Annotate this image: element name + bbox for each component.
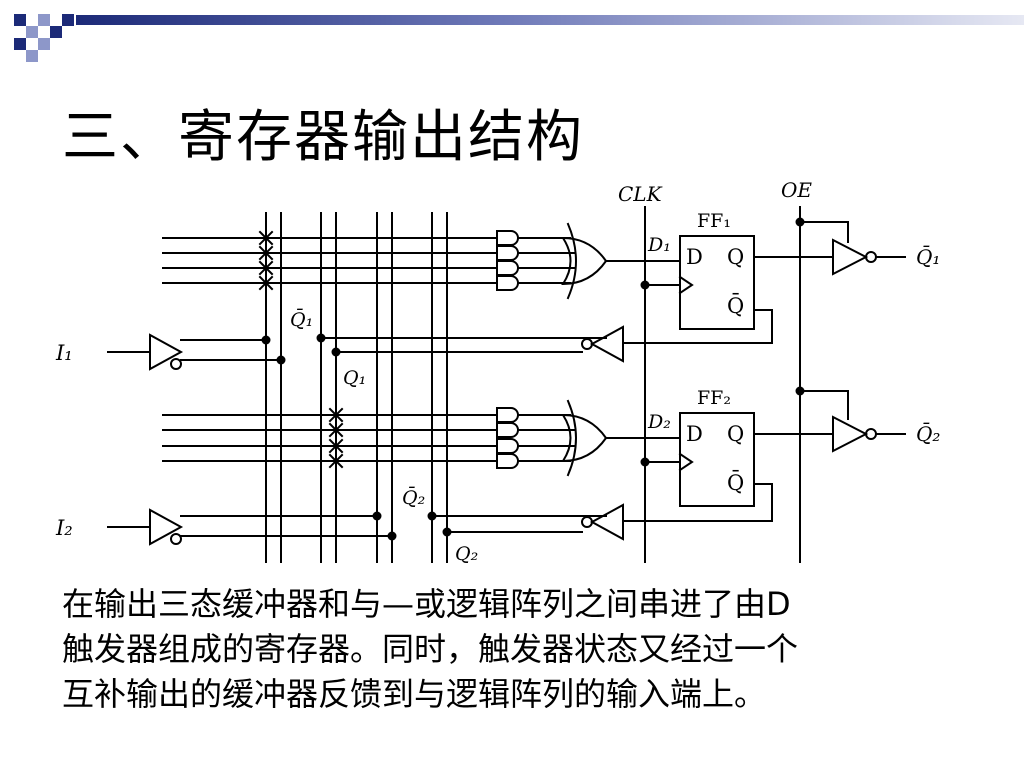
feedback-buffer-2 (581, 503, 624, 541)
ff1-name-label: FF₁ (697, 210, 731, 232)
input-i1-label: I₁ (55, 341, 73, 365)
feedback-q2bar-label: Q̄₂ (402, 486, 425, 509)
body-line-1: 在输出三态缓冲器和与—或逻辑阵列之间串进了由D (62, 585, 791, 623)
oe-label: OE (781, 178, 812, 202)
slide-title: 三、寄存器输出结构 (62, 105, 584, 170)
d2-label: D₂ (647, 411, 671, 433)
ff2-name-label: FF₂ (697, 387, 731, 409)
output-buffer-2 (832, 415, 877, 453)
clk-label: CLK (618, 182, 663, 206)
or-gate-lower (561, 399, 608, 477)
slide-body-text: 在输出三态缓冲器和与—或逻辑阵列之间串进了由D 触发器组成的寄存器。同时，触发器… (62, 582, 992, 717)
or-gate-upper (561, 222, 608, 300)
ff1-d-pin: D (686, 245, 703, 269)
body-line-3: 互补输出的缓冲器反馈到与逻辑阵列的输入端上。 (62, 675, 767, 713)
ff2-q-pin: Q (727, 422, 744, 446)
input-buffer-2 (149, 508, 184, 546)
programmed-connections-lower (328, 407, 344, 469)
ff2-d-pin: D (686, 422, 703, 446)
feedback-q1bar-label: Q̄₁ (290, 308, 313, 331)
ff1-q-pin: Q (727, 245, 744, 269)
flipflop-1 (679, 235, 755, 330)
output-q1bar-label: Q̄₁ (916, 244, 940, 269)
product-term-rows-lower (162, 414, 498, 462)
and-gates-upper (496, 230, 519, 291)
body-line-2: 触发器组成的寄存器。同时，触发器状态又经过一个 (62, 630, 799, 668)
feedback-buffer-1 (581, 325, 624, 363)
input-i2-label: I₂ (55, 516, 73, 540)
output-buffer-1 (832, 238, 877, 276)
product-term-rows-upper (162, 237, 498, 284)
ff1-qbar-pin: Q̄ (727, 293, 744, 318)
programmed-connections-upper (258, 230, 274, 291)
d1-label: D₁ (647, 234, 671, 256)
header-gradient-bar (76, 15, 1024, 25)
feedback-q1-label: Q₁ (343, 367, 366, 389)
input-buffer-1 (149, 333, 184, 371)
output-q2bar-label: Q̄₂ (916, 421, 940, 446)
and-array-column-lines (265, 212, 448, 563)
connection-dots (261, 217, 805, 541)
flipflop-2 (679, 412, 755, 507)
and-gates-lower (496, 407, 519, 469)
feedback-q2-label: Q₂ (455, 543, 478, 565)
ff2-qbar-pin: Q̄ (727, 470, 744, 495)
